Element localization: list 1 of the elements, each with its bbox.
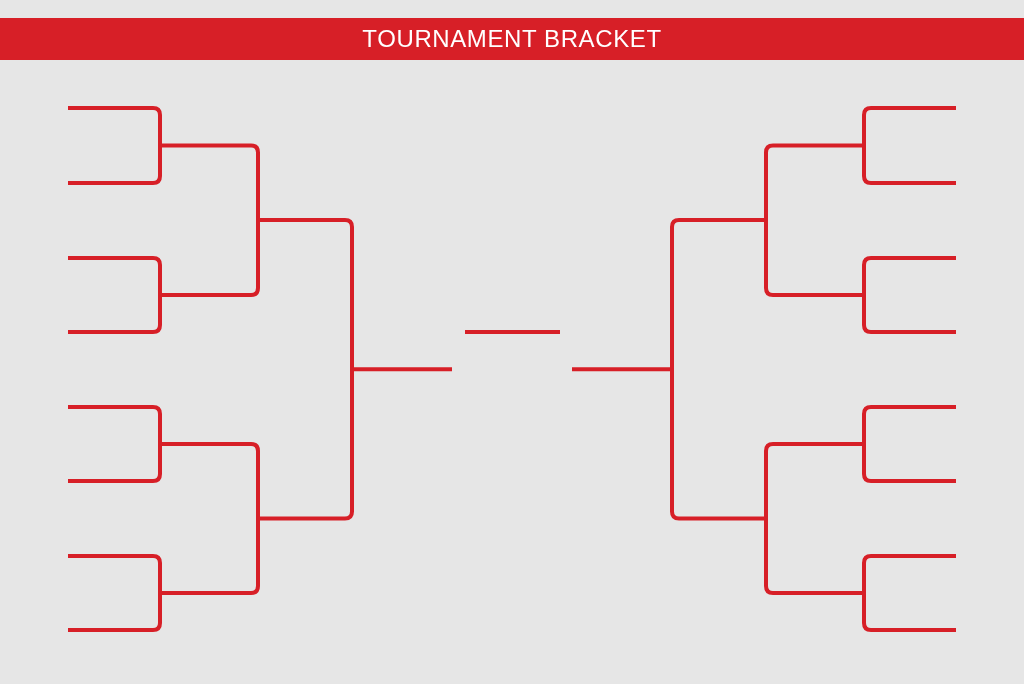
- diagram-title: TOURNAMENT BRACKET: [362, 27, 662, 51]
